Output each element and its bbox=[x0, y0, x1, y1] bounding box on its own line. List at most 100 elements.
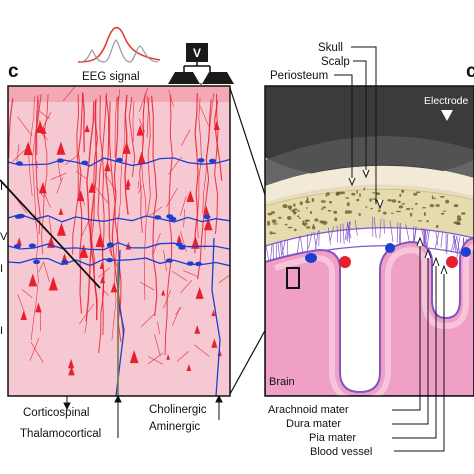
bone-pore bbox=[322, 220, 328, 225]
blue-soma bbox=[14, 214, 22, 219]
bone-pore bbox=[286, 216, 292, 220]
blue-soma bbox=[154, 215, 162, 220]
vessel-red-2 bbox=[446, 256, 458, 268]
pyramidal-soma bbox=[23, 141, 33, 156]
bone-pore bbox=[418, 220, 423, 222]
pyramidal-soma bbox=[176, 234, 182, 243]
branch bbox=[81, 219, 90, 237]
blue-soma bbox=[61, 259, 69, 265]
voltmeter-label: V bbox=[193, 46, 201, 60]
bone-pore bbox=[314, 218, 319, 222]
pyramidal-soma bbox=[125, 178, 131, 187]
pyramidal-soma bbox=[213, 120, 220, 130]
bone-pore bbox=[333, 210, 338, 214]
web-strand bbox=[383, 219, 385, 234]
bone-pore bbox=[325, 195, 328, 197]
bone-pore bbox=[409, 212, 413, 217]
branch bbox=[182, 270, 199, 278]
cortex-panel bbox=[8, 86, 230, 396]
branch bbox=[57, 159, 62, 182]
bone-pore bbox=[426, 220, 429, 223]
pyramidal-soma bbox=[48, 276, 58, 291]
pyramidal-soma bbox=[161, 289, 166, 296]
bone-pore bbox=[329, 200, 332, 204]
pyramidal-soma bbox=[28, 273, 38, 287]
branch bbox=[21, 289, 33, 299]
dendrite bbox=[151, 95, 158, 316]
bone-pore bbox=[320, 200, 326, 203]
scalp-panel-frame bbox=[264, 85, 474, 397]
branch bbox=[43, 190, 51, 208]
bone-pore bbox=[271, 219, 277, 223]
dendrite bbox=[72, 94, 79, 255]
bone-pore bbox=[305, 207, 308, 209]
web-strand bbox=[346, 222, 352, 239]
thalamocortical-label: Thalamocortical bbox=[20, 428, 101, 440]
bone-pore bbox=[454, 204, 459, 208]
blue-soma bbox=[13, 244, 21, 249]
pyramidal-soma bbox=[203, 217, 213, 231]
pia-label: Pia mater bbox=[309, 432, 356, 444]
branch bbox=[154, 334, 161, 357]
bone-pore bbox=[269, 231, 273, 235]
vessel-red-1 bbox=[339, 256, 351, 268]
dendrite bbox=[194, 93, 199, 254]
pyramidal-soma bbox=[211, 309, 216, 317]
scalp-layer bbox=[265, 165, 474, 202]
blue-soma bbox=[178, 245, 186, 250]
cholinergic-label: Cholinergic bbox=[149, 404, 207, 416]
branch bbox=[180, 129, 191, 147]
bone-texture bbox=[267, 187, 466, 235]
bone-pore bbox=[311, 198, 315, 202]
pyramidal-soma bbox=[58, 207, 64, 215]
pyramidal-soma bbox=[110, 282, 118, 293]
bone-pore bbox=[336, 192, 341, 195]
blue-fiber bbox=[8, 241, 230, 251]
pyramidal-soma bbox=[129, 350, 139, 364]
bone-pore bbox=[423, 212, 426, 216]
blue-soma bbox=[195, 261, 202, 267]
bone-pore bbox=[440, 212, 445, 215]
corticospinal-label: Corticospinal bbox=[23, 407, 89, 419]
branch bbox=[179, 195, 187, 216]
panel-letter-left: c bbox=[8, 61, 19, 82]
pyramidal-soma bbox=[100, 275, 106, 284]
bone-pore bbox=[303, 225, 307, 227]
branch bbox=[139, 281, 155, 291]
bottom-leaders bbox=[392, 236, 448, 452]
branch bbox=[140, 313, 155, 328]
web-strand bbox=[405, 224, 410, 241]
web-strand bbox=[344, 222, 349, 240]
branch bbox=[199, 105, 210, 127]
bone-pore bbox=[391, 199, 397, 203]
blue-soma bbox=[175, 242, 183, 247]
bone-pore bbox=[267, 220, 270, 224]
branch bbox=[17, 294, 25, 313]
branch bbox=[148, 356, 164, 365]
blue-soma bbox=[186, 261, 194, 266]
blue-soma bbox=[33, 259, 40, 265]
branch bbox=[179, 230, 187, 252]
bone-pore bbox=[305, 226, 311, 229]
bone-pore bbox=[433, 197, 436, 200]
pyramidal-soma bbox=[57, 222, 66, 236]
bone-pore bbox=[346, 202, 350, 207]
bone-pore bbox=[453, 221, 460, 225]
bone-pore bbox=[370, 207, 373, 210]
pyramidal-soma bbox=[186, 364, 192, 371]
bone-pore bbox=[334, 217, 338, 222]
bone-pore bbox=[439, 195, 445, 198]
web-strand bbox=[379, 218, 382, 239]
electrode-label: Electrode bbox=[424, 95, 469, 107]
bone-pore bbox=[287, 205, 293, 209]
bone-pore bbox=[372, 191, 375, 194]
scalp-label: Scalp bbox=[321, 56, 350, 68]
vessel-blue-2 bbox=[385, 243, 395, 253]
bone-pore bbox=[296, 215, 300, 218]
dendrite bbox=[85, 101, 95, 322]
branch bbox=[168, 90, 174, 107]
dendrite bbox=[109, 101, 122, 342]
vessel-label: Blood vessel bbox=[310, 446, 372, 458]
branch bbox=[56, 177, 64, 194]
branch bbox=[104, 173, 117, 192]
